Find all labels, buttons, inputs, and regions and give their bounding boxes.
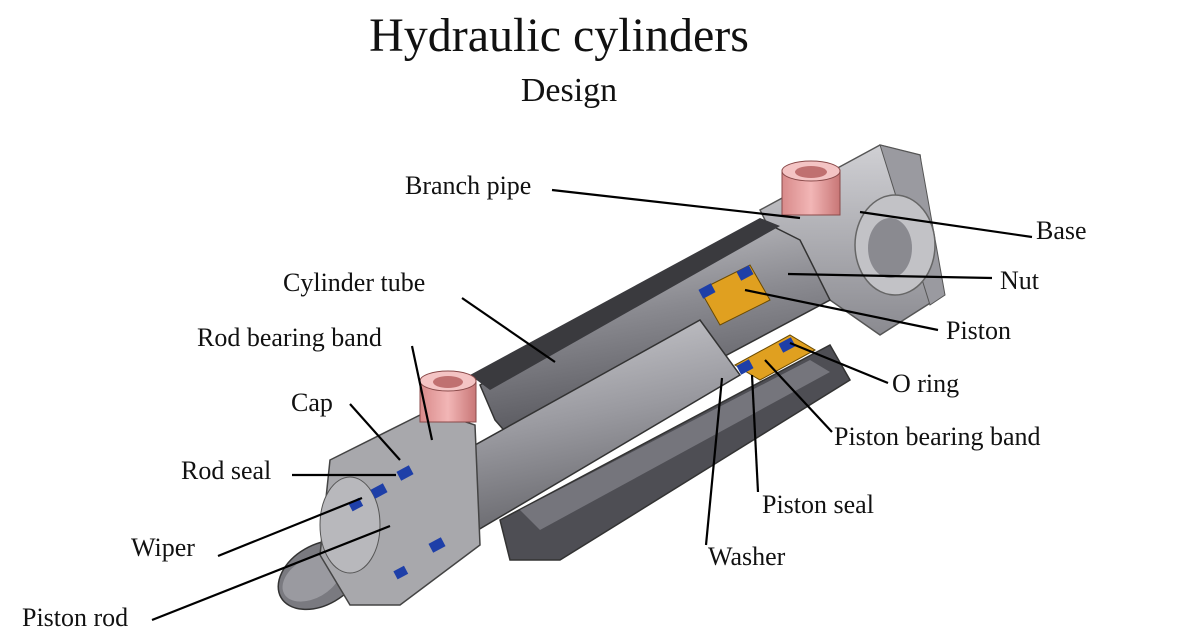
leader-piston xyxy=(744,288,939,332)
leader-piston-seal xyxy=(750,374,760,493)
label-wiper: Wiper xyxy=(131,533,195,562)
label-washer: Washer xyxy=(708,542,786,571)
leader-wiper xyxy=(217,496,363,558)
leader-washer xyxy=(704,377,724,546)
rod-seals xyxy=(348,465,446,580)
label-nut: Nut xyxy=(1000,266,1039,295)
label-piston-rod: Piston rod xyxy=(22,603,129,632)
diagram-subtitle: Design xyxy=(520,72,618,109)
branch-pipe-front xyxy=(419,370,477,423)
label-piston-bearing-band: Piston bearing band xyxy=(834,422,1041,451)
label-rod-bearing-band: Rod bearing band xyxy=(197,323,382,352)
label-cylinder-tube: Cylinder tube xyxy=(283,268,426,297)
leader-cylinder-tube xyxy=(461,297,556,363)
label-o-ring: O ring xyxy=(892,369,960,398)
leader-branch-pipe xyxy=(551,188,801,220)
leader-piston-rod xyxy=(151,524,391,622)
leader-cap xyxy=(349,403,401,461)
leader-rod-bearing-band xyxy=(410,345,434,441)
label-piston-seal: Piston seal xyxy=(762,490,874,519)
branch-pipe-rear xyxy=(781,160,841,216)
label-base: Base xyxy=(1036,216,1087,245)
leader-o-ring xyxy=(789,341,889,385)
leader-nut xyxy=(787,272,993,280)
leader-lines xyxy=(151,188,1033,622)
cap-part xyxy=(319,409,481,606)
leader-base xyxy=(859,210,1033,239)
label-branch-pipe: Branch pipe xyxy=(405,171,532,200)
label-rod-seal: Rod seal xyxy=(181,456,272,485)
leader-piston-bearing-band xyxy=(764,359,833,433)
diagram-title: Hydraulic cylinders xyxy=(369,9,749,62)
piston-part xyxy=(698,264,817,381)
label-cap: Cap xyxy=(291,388,333,417)
label-piston: Piston xyxy=(946,316,1012,345)
